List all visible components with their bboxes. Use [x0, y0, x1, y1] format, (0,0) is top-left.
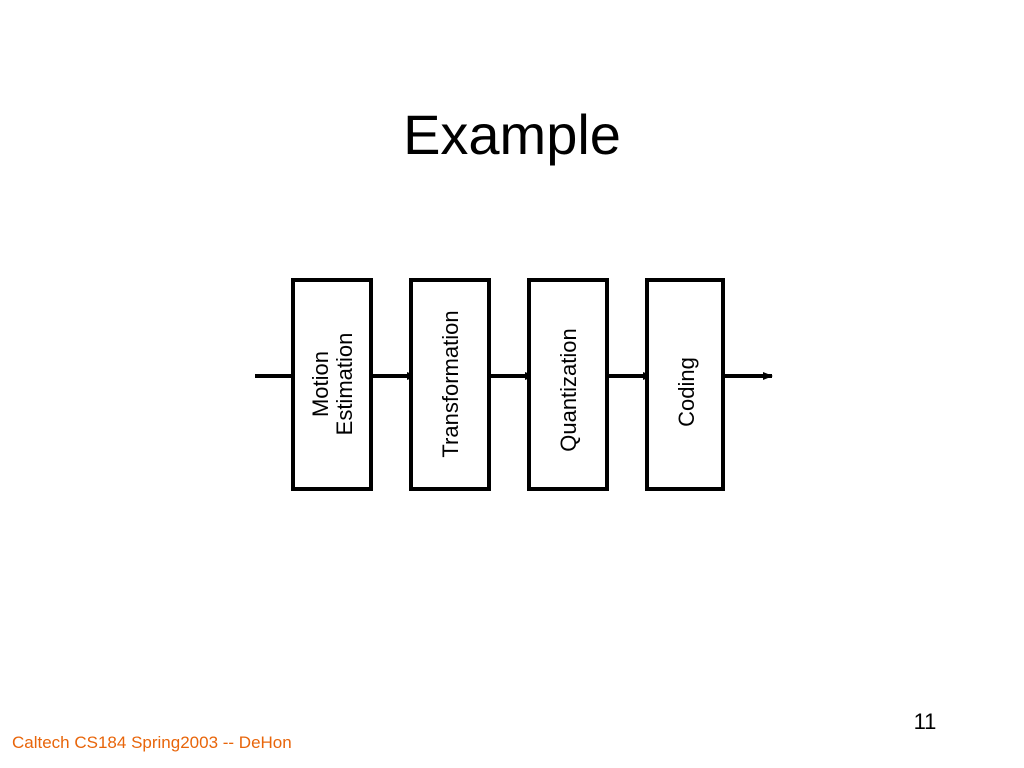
block-quantization: Quantization [527, 278, 609, 491]
block-transformation-box [409, 278, 491, 491]
block-transformation: Transformation [409, 278, 491, 491]
block-motion-estimation-box [291, 278, 373, 491]
block-coding: Coding [645, 278, 725, 491]
block-coding-box [645, 278, 725, 491]
page-number: 11 [913, 709, 937, 734]
slide-title: Example [403, 103, 621, 166]
block-quantization-label: Quantization [556, 328, 581, 452]
block-motion-estimation-label-line-1: Motion [308, 351, 333, 417]
block-transformation-label: Transformation [438, 310, 463, 457]
block-coding-label: Coding [674, 357, 699, 427]
block-motion-estimation: Motion Estimation [291, 278, 373, 491]
block-motion-estimation-label-line-2: Estimation [332, 333, 357, 436]
block-quantization-box [527, 278, 609, 491]
slide-footer: Caltech CS184 Spring2003 -- DeHon [12, 733, 292, 752]
